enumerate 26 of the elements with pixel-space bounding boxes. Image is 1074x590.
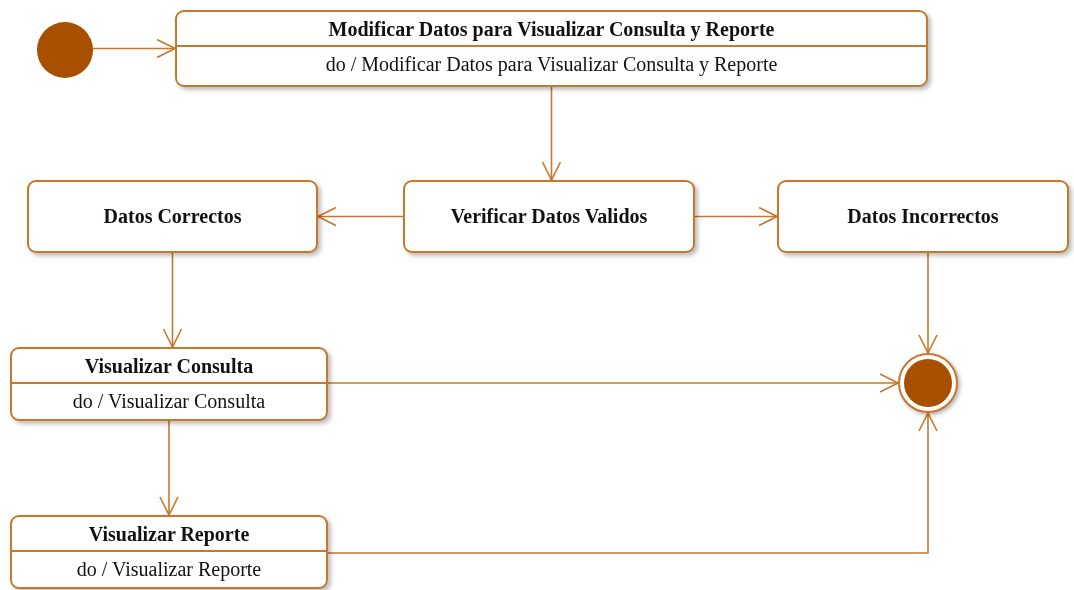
state-name: Verificar Datos Validos bbox=[449, 204, 649, 229]
state-activity: do / Visualizar Reporte bbox=[75, 557, 263, 583]
transition-arrow bbox=[541, 86, 562, 181]
state-box bbox=[10, 347, 328, 421]
final-state bbox=[898, 353, 958, 413]
state-name: Datos Incorrectos bbox=[846, 204, 1000, 229]
state-name: Visualizar Reporte bbox=[12, 517, 326, 552]
state-name: Modificar Datos para Visualizar Consulta y Reporte bbox=[177, 12, 926, 47]
state-name: Visualizar Consulta bbox=[12, 349, 326, 384]
transition-arrow bbox=[327, 373, 899, 393]
state-box bbox=[27, 180, 318, 253]
transition-arrow bbox=[694, 206, 778, 227]
transition-arrow bbox=[92, 38, 176, 59]
transition-arrow bbox=[918, 252, 938, 354]
state-activity: do / Modificar Datos para Visualizar Consulta y Reporte bbox=[324, 52, 779, 78]
transition-arrow bbox=[327, 412, 938, 554]
state-name: Datos Correctos bbox=[102, 204, 243, 229]
state-box bbox=[403, 180, 695, 253]
transition-arrow bbox=[162, 252, 183, 348]
state-box bbox=[777, 180, 1069, 253]
state-activity: do / Visualizar Consulta bbox=[71, 389, 267, 414]
state-box bbox=[175, 10, 928, 87]
state-box bbox=[10, 515, 328, 589]
initial-state bbox=[37, 22, 93, 78]
transition-arrow bbox=[317, 206, 404, 227]
transition-arrow bbox=[159, 420, 179, 516]
